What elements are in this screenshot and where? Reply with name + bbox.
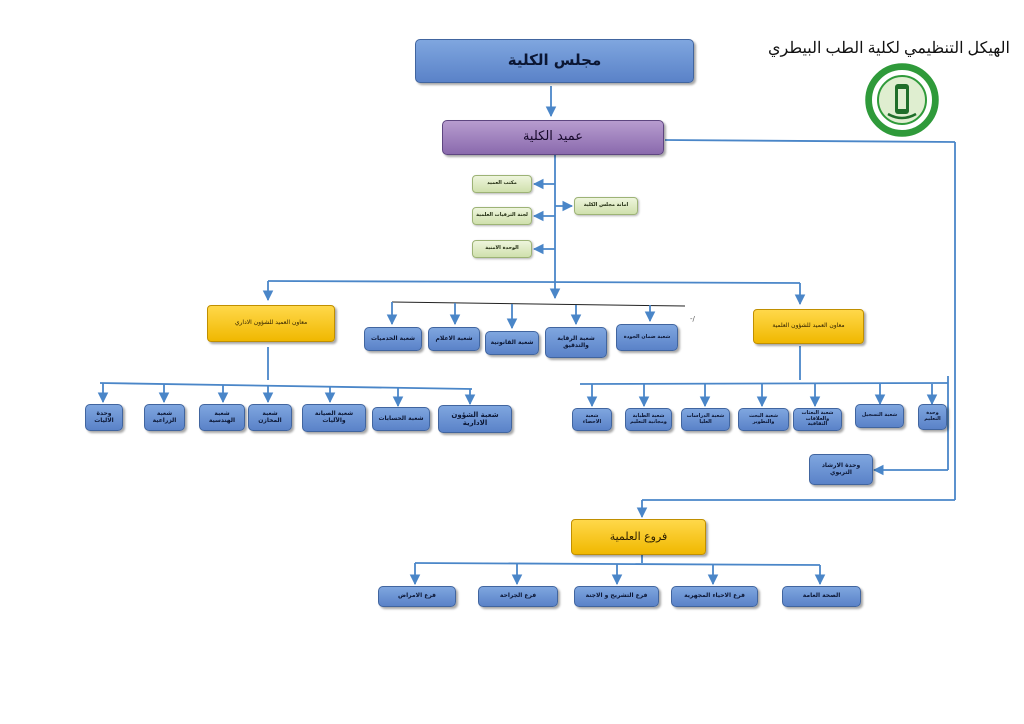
admin-deputy-box[interactable]: معاون العميد للشؤون الاداري [207, 305, 335, 342]
page-title: الهيكل التنظيمي لكلية الطب البيطري [767, 40, 1010, 57]
anatomy-branch-box[interactable]: فرع التشريح و الاجنة [574, 586, 659, 607]
research-division-box[interactable]: شعبة البحث والتطوير [738, 408, 789, 431]
statistics-division-box[interactable]: شعبة الاحصاء [572, 408, 612, 431]
legal-division-box[interactable]: شعبة القانونية [485, 331, 539, 355]
engineering-division-box[interactable]: شعبة الهندسية [199, 404, 245, 431]
education-unit-box[interactable]: وحدة التعليم [918, 404, 947, 430]
council-secretariat-box[interactable]: امانة مجلس الكلية [574, 197, 638, 215]
admin-affairs-division-box[interactable]: شعبة الشؤون الادارية [438, 405, 512, 433]
scientific-deputy-box[interactable]: معاون العميد للشؤون العلمية [753, 309, 864, 344]
university-logo-icon [865, 63, 939, 137]
dean-office-box[interactable]: مكتب العميد [472, 175, 532, 193]
maintenance-division-box[interactable]: شعبة الصيانة والآليات [302, 404, 366, 432]
surgery-branch-box[interactable]: فرع الجراحة [478, 586, 558, 607]
continuing-education-division-box[interactable]: شعبة الطبابة ومجانية التعليم [625, 408, 672, 431]
services-division-box[interactable]: شعبة الخدميات [364, 327, 422, 351]
media-division-box[interactable]: شعبة الاعلام [428, 327, 480, 351]
stores-division-box[interactable]: شعبة المخازن [248, 404, 292, 431]
guidance-unit-box[interactable]: وحدة الارشاد التربوي [809, 454, 873, 485]
dean-box[interactable]: عميد الكلية [442, 120, 664, 155]
vehicles-unit-box[interactable]: وحدة الاليات [85, 404, 123, 431]
council-box[interactable]: مجلس الكلية [415, 39, 694, 83]
diseases-branch-box[interactable]: فرع الامراض [378, 586, 456, 607]
scientific-branches-box[interactable]: فروع العلمية [571, 519, 706, 555]
registration-division-box[interactable]: شعبة التسجيل [855, 404, 904, 428]
public-health-branch-box[interactable]: الصحة العامة [782, 586, 861, 607]
agriculture-division-box[interactable]: شعبة الزراعية [144, 404, 185, 431]
stray-mark: -/ [690, 315, 695, 323]
audit-division-box[interactable]: شعبة الرقابة والتدقيق [545, 327, 607, 358]
cultural-relations-division-box[interactable]: شعبة البعثات والعلاقات الثقافية [793, 408, 842, 431]
higher-studies-division-box[interactable]: شعبة الدراسات العليا [681, 408, 730, 431]
security-unit-box[interactable]: الوحدة الامنية [472, 240, 532, 258]
microbiology-branch-box[interactable]: فرع الاحياء المجهرية [671, 586, 758, 607]
accounts-division-box[interactable]: شعبة الحسابات [372, 407, 430, 431]
promotions-committee-box[interactable]: لجنة الترقيات العلمية [472, 207, 532, 225]
quality-division-box[interactable]: شعبة ضمان الجودة [616, 324, 678, 351]
